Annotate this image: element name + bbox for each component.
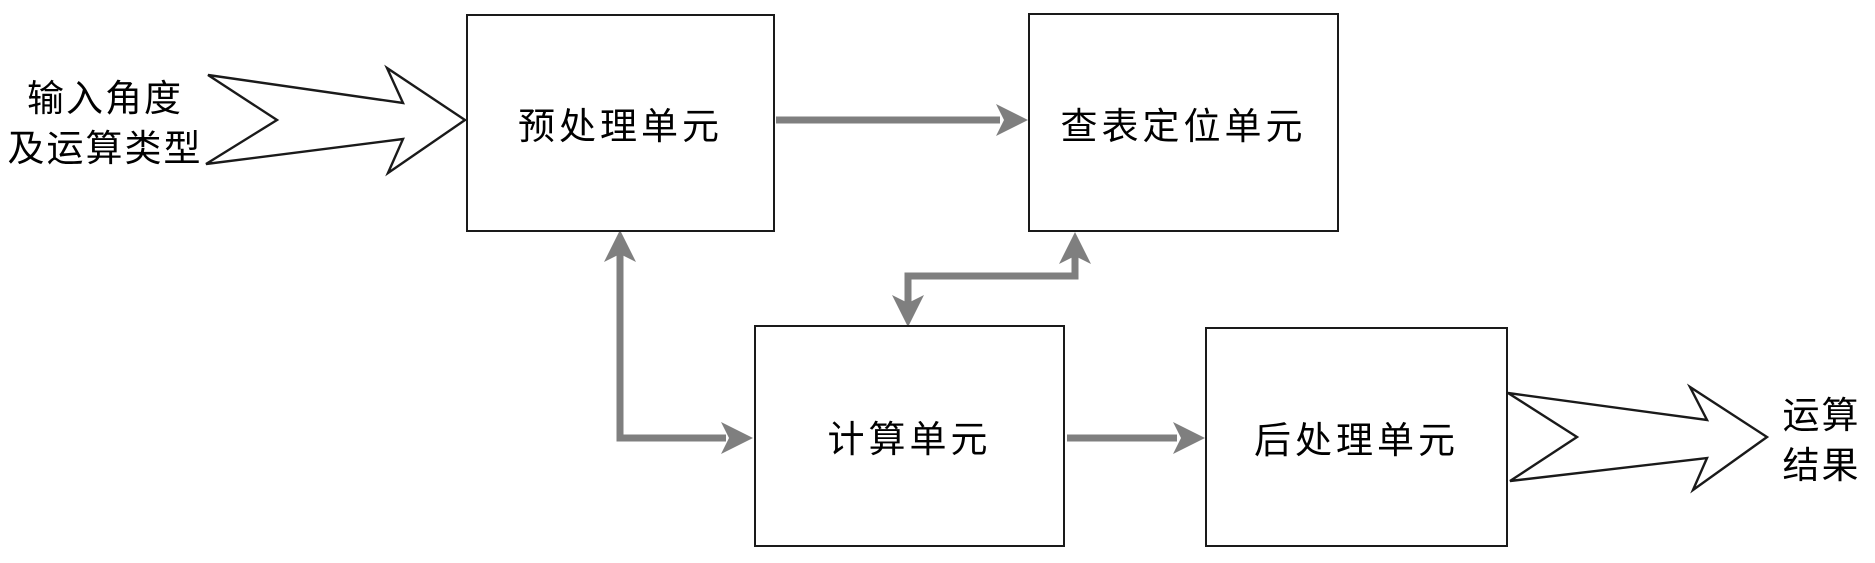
arrowhead-into-preprocess-bottom-icon (604, 230, 636, 262)
arrowhead-into-postprocess-left-icon (1173, 422, 1205, 454)
connector-lookup-compute (904, 255, 1079, 304)
output-flow-arrow-icon (1507, 383, 1770, 494)
box-computing-unit: 计算单元 (754, 325, 1065, 547)
box-postprocessing-unit-label: 后处理单元 (1254, 419, 1459, 462)
box-postprocessing-unit: 后处理单元 (1205, 327, 1508, 547)
box-table-lookup-positioning-unit: 查表定位单元 (1028, 13, 1339, 232)
arrowhead-into-compute-top-icon (892, 295, 924, 327)
arrowhead-into-lookup-bottom-icon (1059, 232, 1091, 264)
connector-compute-preprocess (616, 254, 726, 442)
input-label: 输入角度 及运算类型 (0, 74, 210, 174)
input-flow-arrow-icon (205, 64, 468, 177)
box-table-lookup-positioning-unit-label: 查表定位单元 (1060, 104, 1307, 148)
output-label-line2: 结果 (1782, 444, 1861, 487)
input-label-line1: 输入角度 (27, 77, 183, 120)
box-preprocessing-unit: 预处理单元 (466, 14, 775, 232)
arrowhead-into-compute-left-icon (721, 422, 753, 454)
input-label-line2: 及运算类型 (7, 127, 203, 170)
arrowhead-into-lookup-left-icon (996, 104, 1028, 136)
box-computing-unit-label: 计算单元 (827, 418, 992, 461)
box-preprocessing-unit-label: 预处理单元 (518, 105, 723, 148)
output-label-line1: 运算 (1782, 394, 1861, 437)
output-label: 运算 结果 (1768, 391, 1875, 491)
